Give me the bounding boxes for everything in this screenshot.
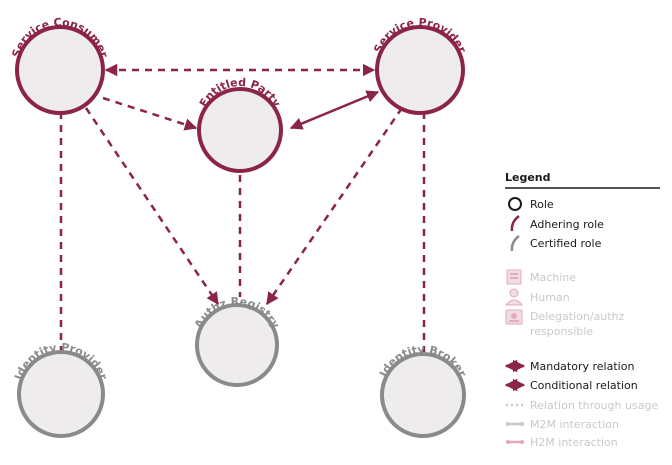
- legend-label: Relation through usage: [530, 399, 658, 412]
- legend-label: M2M interaction: [530, 418, 619, 431]
- node-entitled-party[interactable]: Entitled Party: [197, 76, 283, 173]
- machine-icon: [506, 269, 522, 285]
- legend-item-delegation: Delegation/authz responsible: [505, 309, 625, 338]
- adhering-arc-icon: [510, 215, 520, 232]
- legend-item-machine: Machine: [506, 269, 576, 285]
- legend-label: H2M interaction: [530, 436, 618, 449]
- relations: [59, 63, 426, 352]
- legend: Legend Role Adhering role Certified role…: [504, 171, 660, 449]
- legend-item-h2m-interaction: H2M interaction: [506, 436, 618, 449]
- legend-item-human: Human: [504, 288, 570, 306]
- legend-label: Delegation/authz: [530, 310, 625, 323]
- relation-consumer-authz-registry: [84, 107, 220, 306]
- node-identity-provider[interactable]: Identity Provider: [12, 341, 110, 438]
- node-authz-registry[interactable]: Authz Registry: [192, 295, 282, 387]
- legend-label: Human: [530, 291, 570, 304]
- delegation-icon: [505, 309, 523, 325]
- relation-consumer-entitled-party: [102, 96, 198, 131]
- node-identity-broker[interactable]: Identity Broker: [377, 343, 469, 438]
- legend-label: Certified role: [530, 237, 602, 250]
- legend-item-mandatory-relation: Mandatory relation: [504, 359, 634, 373]
- legend-label-continued: responsible: [530, 325, 593, 338]
- legend-title: Legend: [505, 171, 551, 184]
- legend-item-adhering-role: Adhering role: [510, 215, 604, 232]
- legend-item-role: Role: [508, 197, 554, 211]
- node-service-consumer[interactable]: Service Consumer: [10, 16, 111, 115]
- relation-provider-authz-registry: [265, 107, 404, 306]
- legend-item-conditional-relation: Conditional relation: [504, 378, 638, 392]
- legend-label: Conditional relation: [530, 379, 638, 392]
- node-service-provider[interactable]: Service Provider: [371, 16, 469, 115]
- relation-provider-entitled-party: [289, 90, 380, 130]
- legend-item-relation-through-usage: Relation through usage: [506, 399, 658, 412]
- role-icon: [508, 197, 522, 211]
- legend-label: Adhering role: [530, 218, 604, 231]
- legend-item-certified-role: Certified role: [510, 235, 602, 252]
- legend-label: Machine: [530, 271, 576, 284]
- human-icon: [504, 288, 524, 306]
- certified-arc-icon: [510, 235, 520, 252]
- legend-label: Mandatory relation: [530, 360, 634, 373]
- legend-item-m2m-interaction: M2M interaction: [506, 418, 619, 431]
- legend-label: Role: [530, 198, 554, 211]
